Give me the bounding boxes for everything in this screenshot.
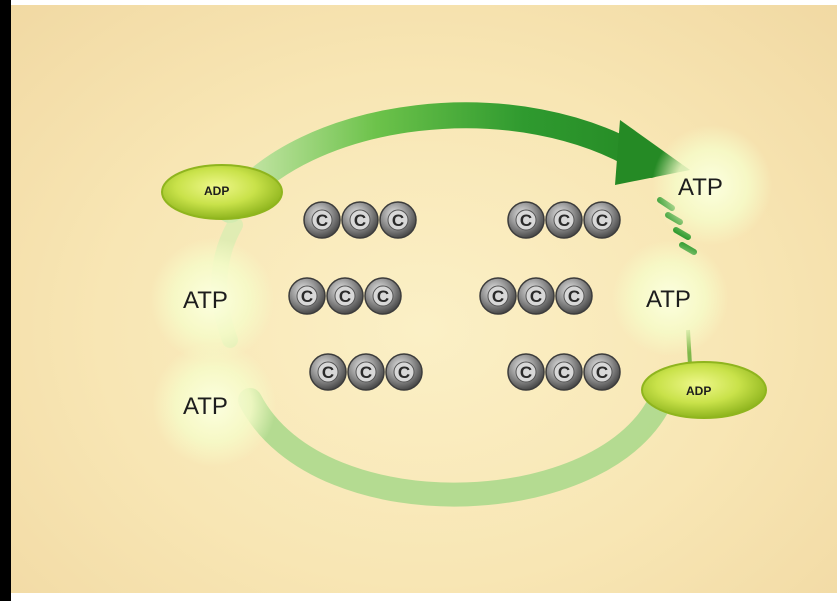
carbon-letter-left-0-2: C (392, 211, 404, 230)
carbon-core-left-2-2 (393, 361, 415, 383)
carbon-core-left-0-0 (311, 209, 333, 231)
carbon-core-right-0-0 (515, 209, 537, 231)
atp-glow-mid-right (612, 240, 728, 356)
atp-label-mid-right: ATP (646, 286, 691, 313)
carbon-molecules: C C C C C C C C C C C C C C C C C C (288, 201, 621, 391)
carbon-core-left-1-2 (372, 285, 394, 307)
carbon-letter-left-2-2: C (398, 363, 410, 382)
adp-label-bottom-right: ADP (686, 384, 712, 398)
carbon-letter-left-0-1: C (354, 211, 366, 230)
atp-glow-bottom-left (152, 343, 276, 467)
adp-oval-bottom-right (641, 361, 767, 419)
carbon-letter-right-2-2: C (596, 363, 608, 382)
carbon-letter-left-1-1: C (339, 287, 351, 306)
atp-glow-top-right (652, 125, 772, 245)
carbon-letter-left-2-0: C (322, 363, 334, 382)
carbon-letter-left-0-0: C (316, 211, 328, 230)
carbon-core-right-2-2 (591, 361, 613, 383)
carbon-core-right-0-1 (553, 209, 575, 231)
carbon-core-right-2-0 (515, 361, 537, 383)
carbon-letter-right-2-1: C (558, 363, 570, 382)
bottom-arc (238, 378, 677, 507)
carbon-letter-right-0-2: C (596, 211, 608, 230)
carbon-core-left-0-2 (387, 209, 409, 231)
carbon-letter-left-2-1: C (360, 363, 372, 382)
left-black-border (0, 0, 11, 601)
carbon-core-left-0-1 (349, 209, 371, 231)
carbon-letter-left-1-2: C (377, 287, 389, 306)
carbon-letter-right-0-0: C (520, 211, 532, 230)
atp-glow-mid-left (150, 238, 274, 362)
carbon-letter-left-1-0: C (301, 287, 313, 306)
carbon-core-left-1-1 (334, 285, 356, 307)
atp-label-bottom-left: ATP (183, 393, 228, 420)
carbon-core-left-2-0 (317, 361, 339, 383)
atp-label-mid-left: ATP (183, 287, 228, 314)
carbon-core-left-1-0 (296, 285, 318, 307)
carbon-letter-right-2-0: C (520, 363, 532, 382)
carbon-letter-right-1-0: C (492, 287, 504, 306)
carbon-letter-right-1-1: C (530, 287, 542, 306)
carbon-letter-right-1-2: C (568, 287, 580, 306)
carbon-core-right-1-2 (563, 285, 585, 307)
carbon-letter-right-0-1: C (558, 211, 570, 230)
carbon-core-right-0-2 (591, 209, 613, 231)
carbon-core-right-1-1 (525, 285, 547, 307)
top-arc-arrow (217, 102, 663, 223)
adp-oval-top-left (161, 164, 283, 220)
adp-label-top-left: ADP (204, 184, 230, 198)
carbon-core-right-1-0 (487, 285, 509, 307)
carbon-core-right-2-1 (553, 361, 575, 383)
carbon-core-left-2-1 (355, 361, 377, 383)
atp-label-top-right: ATP (678, 174, 723, 201)
